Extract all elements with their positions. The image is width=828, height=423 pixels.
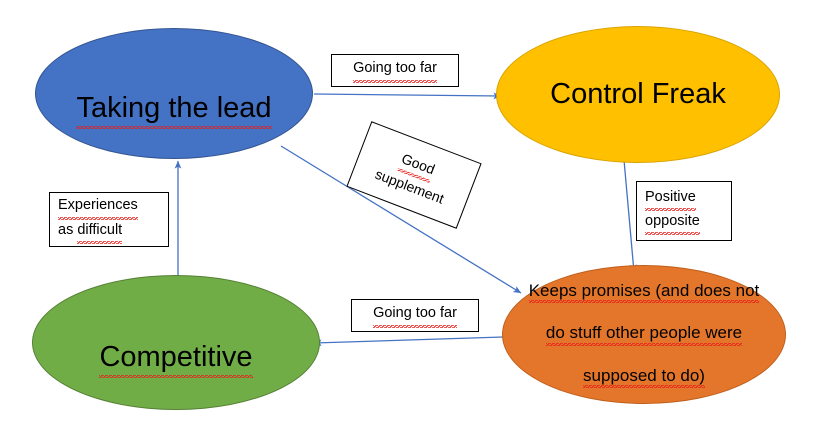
node-competitive-label: Competitive [91,307,260,378]
edge-label-going-too-far-top-text: Going too far [353,58,437,83]
node-control-freak-label: Control Freak [550,77,726,110]
edge-label-experiences-as-difficult[interactable]: Experiences as difficult [49,192,169,247]
node-control-freak[interactable]: Control Freak [496,26,780,163]
connector-keeps-promises-to-competitive [313,336,504,347]
edge-label-positive-opposite[interactable]: Positive opposite [636,181,732,241]
edge-label-positive-opposite-line2: opposite [645,211,700,236]
connector-taking-the-lead-to-control-freak [313,92,502,100]
edge-label-experiences-line1: Experiences [58,195,138,220]
edge-label-experiences-line2: as difficult [58,219,123,244]
node-taking-the-lead[interactable]: Taking the lead [35,28,313,159]
node-keeps-promises-label: Keeps promises (and does not do stuff ot… [521,261,768,408]
edge-label-positive-opposite-line1: Positive [645,186,696,211]
node-keeps-promises[interactable]: Keeps promises (and does not do stuff ot… [502,265,786,404]
edge-label-going-too-far-bottom-text: Going too far [373,303,457,328]
node-taking-the-lead-label: Taking the lead [68,58,279,129]
edge-label-going-too-far-top[interactable]: Going too far [331,54,459,87]
connector-control-freak-to-keeps-promises [623,159,637,273]
connector-taking-the-lead-to-keeps-promises [280,145,522,294]
node-competitive[interactable]: Competitive [32,275,320,410]
edge-label-going-too-far-bottom[interactable]: Going too far [351,299,479,332]
